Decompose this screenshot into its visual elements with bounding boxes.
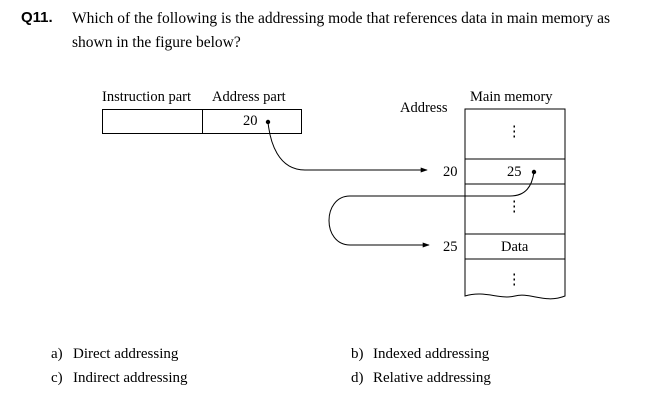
option-a-key: a) xyxy=(51,346,63,362)
memory-content-data: Data xyxy=(501,239,529,255)
option-c[interactable]: c) Indirect addressing xyxy=(51,370,188,387)
memory-ellipsis-middle: ⋮ xyxy=(507,199,522,215)
memory-ellipsis-top: ⋮ xyxy=(507,124,522,140)
question-text-line-1: Which of the following is the addressing… xyxy=(72,10,611,27)
option-d-text: Relative addressing xyxy=(373,370,491,386)
option-b[interactable]: b) Indexed addressing xyxy=(351,346,489,363)
option-c-key: c) xyxy=(51,370,63,386)
address-part-cell xyxy=(202,109,302,134)
option-d-key: d) xyxy=(351,370,364,386)
main-memory-label: Main memory xyxy=(470,89,553,105)
instruction-part-label: Instruction part xyxy=(102,89,191,105)
question-number: Q11. xyxy=(21,9,53,26)
arrow-to-address-20 xyxy=(267,121,428,173)
option-a-text: Direct addressing xyxy=(73,346,179,362)
question-text-line-2: shown in the figure below? xyxy=(72,34,241,51)
memory-ellipsis-bottom: ⋮ xyxy=(507,272,522,288)
option-c-text: Indirect addressing xyxy=(73,370,188,386)
memory-content-25: 25 xyxy=(507,164,522,180)
main-memory-box xyxy=(464,108,566,300)
option-a[interactable]: a) Direct addressing xyxy=(51,346,178,363)
address-part-label: Address part xyxy=(212,89,286,105)
memory-address-20: 20 xyxy=(443,164,458,180)
memory-address-25: 25 xyxy=(443,239,458,255)
option-b-key: b) xyxy=(351,346,364,362)
option-b-text: Indexed addressing xyxy=(373,346,490,362)
instruction-address-value: 20 xyxy=(243,113,258,129)
arrow-to-address-25 xyxy=(328,171,535,248)
option-d[interactable]: d) Relative addressing xyxy=(351,370,491,387)
address-column-label: Address xyxy=(400,100,448,116)
